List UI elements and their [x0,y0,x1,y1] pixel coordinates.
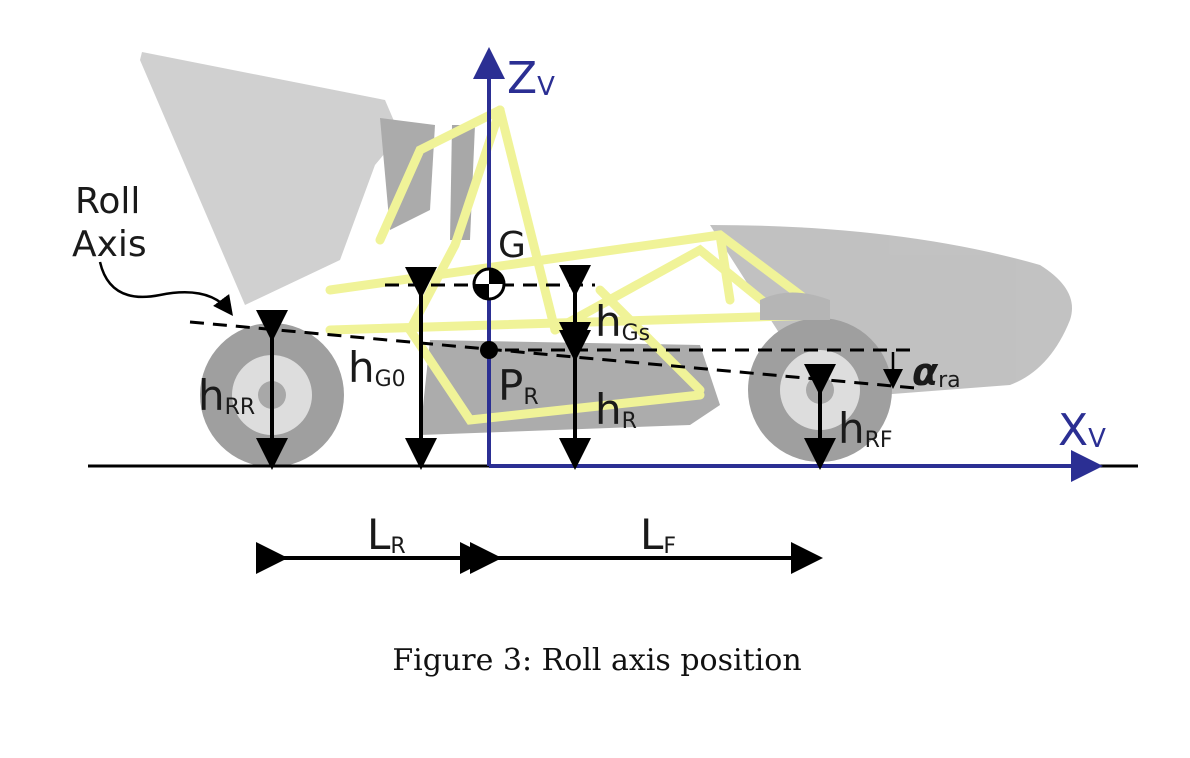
xv-label: XV [1058,405,1106,456]
roll-axis-label-line2: Axis [72,224,147,265]
rear-wing [140,52,400,305]
roll-axis-pointer [98,261,233,317]
hrr-label: hRR [198,371,255,420]
zv-label: ZV [507,53,555,104]
center-of-gravity-icon [472,267,506,301]
front-upright [760,292,830,320]
hgs-label: hGs [595,297,650,346]
lf-label: LF [640,510,676,559]
pr-label: PR [498,361,539,410]
g-label: G [498,225,526,266]
hg0-label: hG0 [348,343,406,392]
lr-label: LR [367,510,406,559]
roll-axis-label-line1: Roll [75,181,140,222]
hrf-label: hRF [838,404,893,453]
roll-center-point [480,341,498,359]
hr-label: hR [595,385,637,434]
alpha-ra-label: αra [912,350,961,394]
roll-axis-dashed-line [189,320,916,390]
figure-caption: Figure 3: Roll axis position [392,643,801,678]
side-pod [420,340,720,435]
